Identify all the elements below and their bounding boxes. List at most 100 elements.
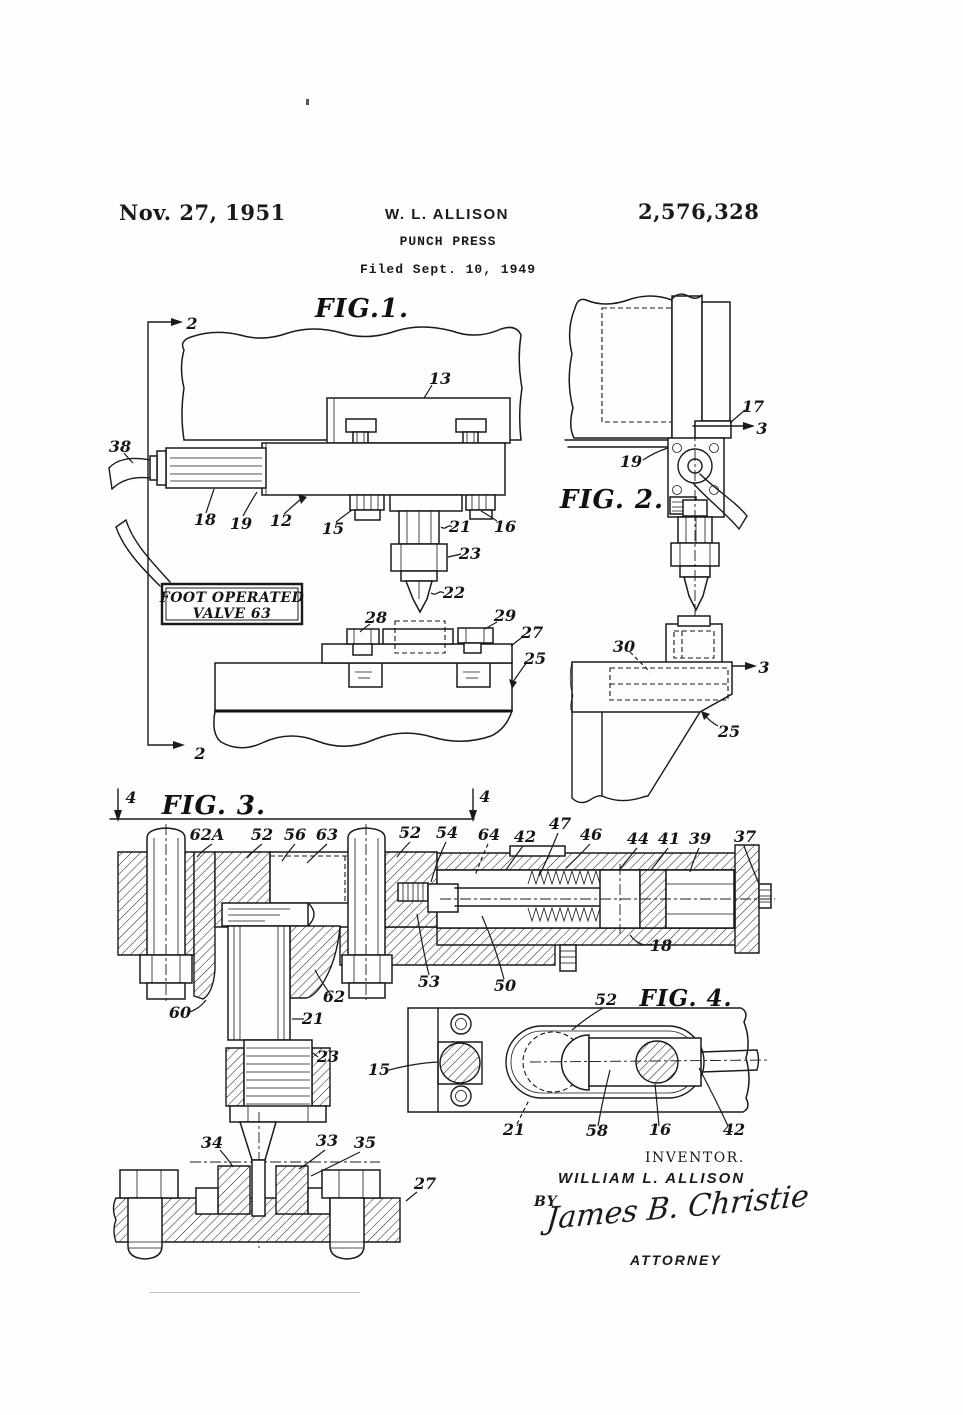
fig3-ref-41: 41 bbox=[658, 829, 680, 848]
valve-box-line2: VALVE 63 bbox=[193, 606, 272, 622]
fig2-ref-3-top: 3 bbox=[756, 419, 767, 438]
fig1-cylinder bbox=[150, 443, 266, 495]
fig1-spindle bbox=[391, 511, 447, 612]
fig4-ref-16: 16 bbox=[649, 1120, 671, 1139]
fig1-die-button-hidden bbox=[395, 621, 445, 653]
fig2-ref-17: 17 bbox=[742, 397, 764, 416]
fig3-die-right bbox=[276, 1166, 308, 1214]
fig3-ref-33: 33 bbox=[316, 1131, 338, 1150]
fig1-ref-19: 19 bbox=[230, 514, 252, 533]
valve-box-line1: FOOT OPERATED bbox=[159, 590, 305, 606]
fig3-spring-upper bbox=[528, 871, 600, 884]
fig3-ref-42: 42 bbox=[514, 827, 536, 846]
fig3-die-left bbox=[218, 1166, 250, 1214]
fig3-ref-21: 21 bbox=[301, 1009, 324, 1028]
fig4-ref-42: 42 bbox=[723, 1120, 745, 1139]
filed-date: Filed Sept. 10, 1949 bbox=[359, 262, 537, 277]
fig3-spring-lower bbox=[528, 908, 600, 921]
fig3-ref-46: 46 bbox=[580, 825, 602, 844]
fig2-ref-30: 30 bbox=[613, 637, 635, 656]
fig3-ref-62A: 62A bbox=[190, 825, 225, 844]
fig1-ref-22: 22 bbox=[442, 583, 465, 602]
inventor-caption: INVENTOR. bbox=[645, 1150, 745, 1166]
fig3-fitting-37 bbox=[759, 884, 771, 908]
fig3-punch-taper bbox=[240, 1122, 276, 1160]
fig1-ref-23: 23 bbox=[458, 544, 481, 563]
fig1-ref-29: 29 bbox=[493, 606, 516, 625]
fig3-section-4-left: 4 bbox=[125, 788, 136, 807]
fig2-ref-19: 19 bbox=[620, 452, 642, 471]
fig1-drawing: FOOT OPERATED VALVE 63 bbox=[109, 294, 546, 763]
fig3-ref-34: 34 bbox=[201, 1133, 223, 1152]
fig3-ref-52a: 52 bbox=[251, 825, 273, 844]
fig3-spindle-flange bbox=[222, 903, 308, 926]
fig3-cylinder-top-wall bbox=[437, 853, 755, 870]
fig3-ref-64: 64 bbox=[478, 825, 500, 844]
fig3-ref-35: 35 bbox=[354, 1133, 376, 1152]
fig3-leaders bbox=[190, 833, 759, 1201]
fig1-ref-27: 27 bbox=[520, 623, 543, 642]
fig1-ref-16: 16 bbox=[494, 517, 516, 536]
fig1-ref-28: 28 bbox=[364, 608, 387, 627]
fig3-ref-47: 47 bbox=[549, 814, 571, 833]
fig3-section-4-right: 4 bbox=[479, 787, 490, 806]
fig3-threaded-holder bbox=[226, 1040, 330, 1122]
fig3-cylinder-bottom-wall bbox=[437, 928, 755, 945]
fig1-leaders bbox=[124, 385, 527, 689]
fig1-ref-38: 38 bbox=[109, 437, 131, 456]
fig2-ref-3-bottom: 3 bbox=[758, 658, 769, 677]
fig2-title: FIG. 2. bbox=[559, 485, 664, 515]
fig3-base-bolt-left bbox=[120, 1170, 178, 1259]
fig2-drawing: FIG. 2. 17 3 19 30 3 25 bbox=[559, 294, 770, 802]
patent-number: 2,576,328 bbox=[638, 199, 760, 224]
by-label: BY bbox=[534, 1194, 558, 1210]
fig4-ref-15: 15 bbox=[368, 1060, 390, 1079]
fig3-ref-23: 23 bbox=[316, 1047, 339, 1066]
fig4-title: FIG. 4. bbox=[639, 985, 733, 1012]
fig4-leaders bbox=[389, 1008, 728, 1126]
fig3-ref-37: 37 bbox=[734, 827, 756, 846]
fig1-ref-18: 18 bbox=[194, 510, 216, 529]
fig2-press-frame bbox=[569, 296, 672, 438]
fig3-ref-56: 56 bbox=[284, 825, 306, 844]
fig3-boss-62 bbox=[290, 926, 340, 998]
fig3-title: FIG. 3. bbox=[161, 791, 266, 821]
fig3-ref-60: 60 bbox=[169, 1003, 191, 1022]
fig2-hose bbox=[693, 474, 747, 529]
patent-author: W. L. ALLISON bbox=[385, 206, 509, 223]
fig3-drawing: FIG. 3. 4 4 62A 52 56 63 52 54 64 42 47 … bbox=[110, 787, 775, 1259]
fig3-piston-rod bbox=[428, 884, 600, 912]
fig2-table bbox=[570, 662, 732, 803]
fig3-ref-18: 18 bbox=[650, 936, 672, 955]
fig3-ref-63: 63 bbox=[316, 825, 338, 844]
fig4-pin-15 bbox=[440, 1043, 480, 1083]
fig1-die-plate bbox=[322, 644, 512, 663]
fig3-ref-27: 27 bbox=[413, 1174, 436, 1193]
fig4-drawing: FIG. 4. 52 15 21 58 16 42 bbox=[368, 985, 770, 1140]
attorney-caption: ATTORNEY bbox=[630, 1252, 722, 1268]
fig4-slot bbox=[506, 1026, 704, 1098]
fig3-gland bbox=[398, 883, 428, 901]
fig1-tbolt-right bbox=[456, 419, 486, 443]
fig3-bolt-left bbox=[140, 824, 192, 1004]
fig3-ref-39: 39 bbox=[689, 829, 711, 848]
fig1-section-2-top: 2 bbox=[185, 314, 197, 333]
fig1-fitting-16 bbox=[466, 495, 495, 519]
fig4-link-end bbox=[562, 1035, 590, 1090]
fig3-punch-spindle bbox=[228, 926, 290, 1040]
fig4-ref-52: 52 bbox=[595, 990, 617, 1009]
fig1-hose bbox=[109, 458, 170, 586]
patent-date: Nov. 27, 1951 bbox=[119, 200, 286, 225]
fig1-ref-21: 21 bbox=[448, 517, 471, 536]
fig3-set-screw bbox=[560, 945, 576, 971]
fig1-ref-15: 15 bbox=[322, 519, 344, 538]
fig3-ref-53: 53 bbox=[418, 972, 440, 991]
fig4-ref-58: 58 bbox=[586, 1121, 608, 1140]
scan-speck bbox=[306, 99, 309, 105]
fig1-ref-13: 13 bbox=[429, 369, 451, 388]
fig3-ref-44: 44 bbox=[627, 829, 649, 848]
fig1-title: FIG.1. bbox=[314, 294, 409, 324]
fig1-fitting-15 bbox=[350, 495, 384, 520]
